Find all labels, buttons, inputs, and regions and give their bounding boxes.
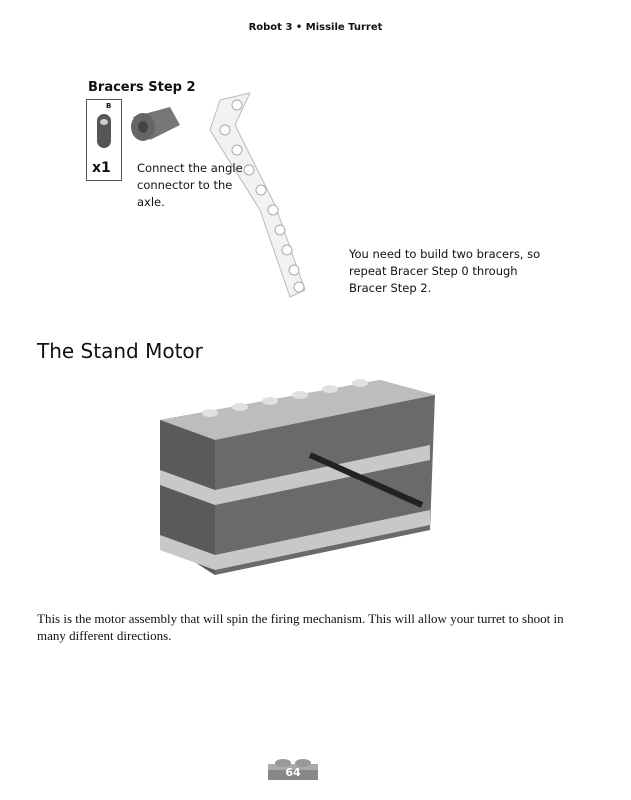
part-quantity: x1 (92, 160, 111, 176)
bracer-illustration (131, 92, 306, 298)
step-instruction: Connect the angle connector to the axle. (137, 161, 243, 209)
parts-callout-box (86, 99, 122, 181)
body-paragraph: This is the motor assembly that will spi… (37, 611, 564, 643)
stand-motor-illustration (160, 379, 435, 575)
step-title: Bracers Step 2 (88, 80, 196, 95)
connector-part-icon (97, 114, 111, 148)
part-letter: B (106, 102, 112, 110)
lego-brick-page-tab (268, 759, 318, 780)
repeat-note: You need to build two bracers, so repeat… (349, 247, 541, 295)
running-header: Robot 3 • Missile Turret (248, 22, 383, 33)
section-title: The Stand Motor (37, 339, 203, 363)
page-number: 64 (285, 766, 301, 779)
